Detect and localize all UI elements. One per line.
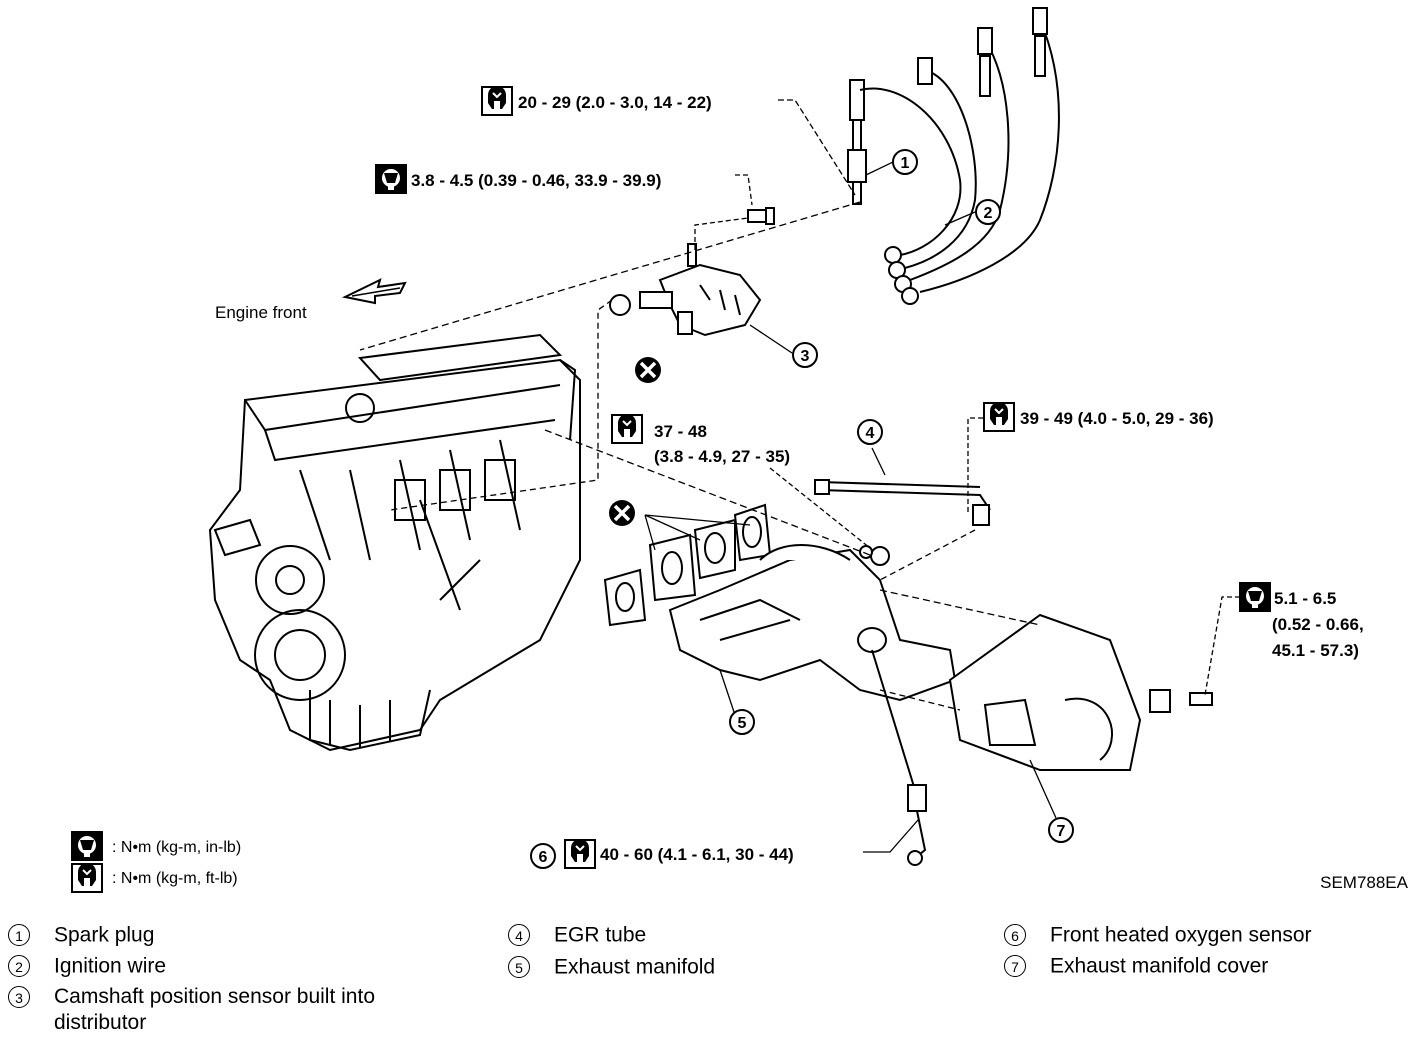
svg-text:7: 7 xyxy=(1057,823,1066,840)
torque-wrench-ftlb-icon xyxy=(481,85,513,116)
figure-code: SEM788EA xyxy=(1320,873,1409,892)
engine-front-label: Engine front xyxy=(215,303,307,322)
caption-text: Exhaust manifold cover xyxy=(1050,954,1269,978)
caption-text: Front heated oxygen sensor xyxy=(1050,923,1312,947)
torque-label-manifold-nut-line1: 37 - 48 xyxy=(654,422,707,441)
caption-number: 2 xyxy=(8,955,30,978)
torque-wrench-ftlb-icon xyxy=(564,838,596,869)
caption-text: EGR tube xyxy=(554,923,647,947)
torque-label-manifold-nut-line2: (3.8 - 4.9, 27 - 35) xyxy=(654,447,790,466)
caption-text: Ignition wire xyxy=(54,954,167,978)
torque-wrench-ftlb-icon xyxy=(611,413,643,444)
caption-number: 4 xyxy=(508,924,530,947)
discard-gasket-icon xyxy=(607,498,637,528)
torque-wrench-ftlb-icon xyxy=(983,401,1015,432)
legend-ftlb-text: : N•m (kg-m, ft-lb) xyxy=(112,870,238,887)
exhaust-manifold xyxy=(668,544,957,702)
torque-label-egr-tube: 39 - 49 (4.0 - 5.0, 29 - 36) xyxy=(1020,409,1214,428)
caption-number: 1 xyxy=(8,924,30,947)
svg-text:3: 3 xyxy=(801,348,810,365)
caption-number: 5 xyxy=(508,956,530,979)
caption-text: Camshaft position sensor built into dist… xyxy=(54,985,375,1034)
caption-ignition-wire: 2 Ignition wire xyxy=(8,953,166,979)
engine-block xyxy=(208,333,581,752)
caption-oxygen-sensor: 6 Front heated oxygen sensor xyxy=(1004,922,1312,948)
svg-text:5: 5 xyxy=(738,715,747,732)
part-captions: 1 Spark plug 2 Ignition wire 3 Camshaft pos… xyxy=(0,918,1424,1038)
caption-spark-plug: 1 Spark plug xyxy=(8,922,154,948)
legend-inlb-text: : N•m (kg-m, in-lb) xyxy=(112,839,241,856)
caption-number: 3 xyxy=(8,986,30,1009)
torque-label-cover-bolt-line1: 5.1 - 6.5 xyxy=(1274,589,1336,608)
ignition-wires xyxy=(859,7,1060,305)
callout-6: 6 xyxy=(530,843,556,869)
torque-label-distributor-bolt: 3.8 - 4.5 (0.39 - 0.46, 33.9 - 39.9) xyxy=(411,171,661,190)
engine-front-arrow xyxy=(341,278,407,305)
caption-exhaust-manifold: 5 Exhaust manifold xyxy=(508,954,715,980)
callout-5: 5 xyxy=(729,709,755,735)
exhaust-manifold-cover xyxy=(948,613,1213,771)
legend-ftlb-wrench-icon xyxy=(71,862,103,893)
caption-text: Exhaust manifold xyxy=(554,955,716,979)
callout-7: 7 xyxy=(1048,817,1074,843)
svg-text:1: 1 xyxy=(901,155,910,172)
caption-number: 6 xyxy=(1004,924,1026,947)
caption-camshaft-sensor: 3 Camshaft position sensor built into dis… xyxy=(8,984,444,1036)
egr-tube xyxy=(814,479,991,526)
callout-1: 1 xyxy=(892,149,918,175)
torque-label-cover-bolt-line2: (0.52 - 0.66, xyxy=(1272,615,1364,634)
torque-label-spark-plug: 20 - 29 (2.0 - 3.0, 14 - 22) xyxy=(518,93,712,112)
spark-plug xyxy=(847,79,867,205)
torque-label-o2-sensor: 40 - 60 (4.1 - 6.1, 30 - 44) xyxy=(600,845,794,864)
caption-manifold-cover: 7 Exhaust manifold cover xyxy=(1004,953,1268,979)
callout-2: 2 xyxy=(975,199,1001,225)
caption-number: 7 xyxy=(1004,955,1026,978)
svg-text:2: 2 xyxy=(984,205,993,222)
svg-text:4: 4 xyxy=(866,425,875,442)
legend-inlb-wrench-icon xyxy=(71,831,103,861)
caption-text: Spark plug xyxy=(54,923,155,947)
discard-gasket-icon xyxy=(633,355,663,385)
leader-lines xyxy=(359,99,1240,853)
distributor xyxy=(609,243,762,337)
torque-wrench-inlb-icon xyxy=(375,164,407,194)
distributor-bolt xyxy=(747,207,775,225)
svg-text:6: 6 xyxy=(539,849,548,866)
callout-3: 3 xyxy=(792,342,818,368)
torque-label-cover-bolt-line3: 45.1 - 57.3) xyxy=(1272,641,1359,660)
callout-4: 4 xyxy=(857,419,883,445)
caption-egr-tube: 4 EGR tube xyxy=(508,922,646,948)
oxygen-sensor xyxy=(871,649,927,866)
torque-wrench-inlb-icon xyxy=(1239,582,1271,612)
manifold-gaskets xyxy=(603,503,772,627)
